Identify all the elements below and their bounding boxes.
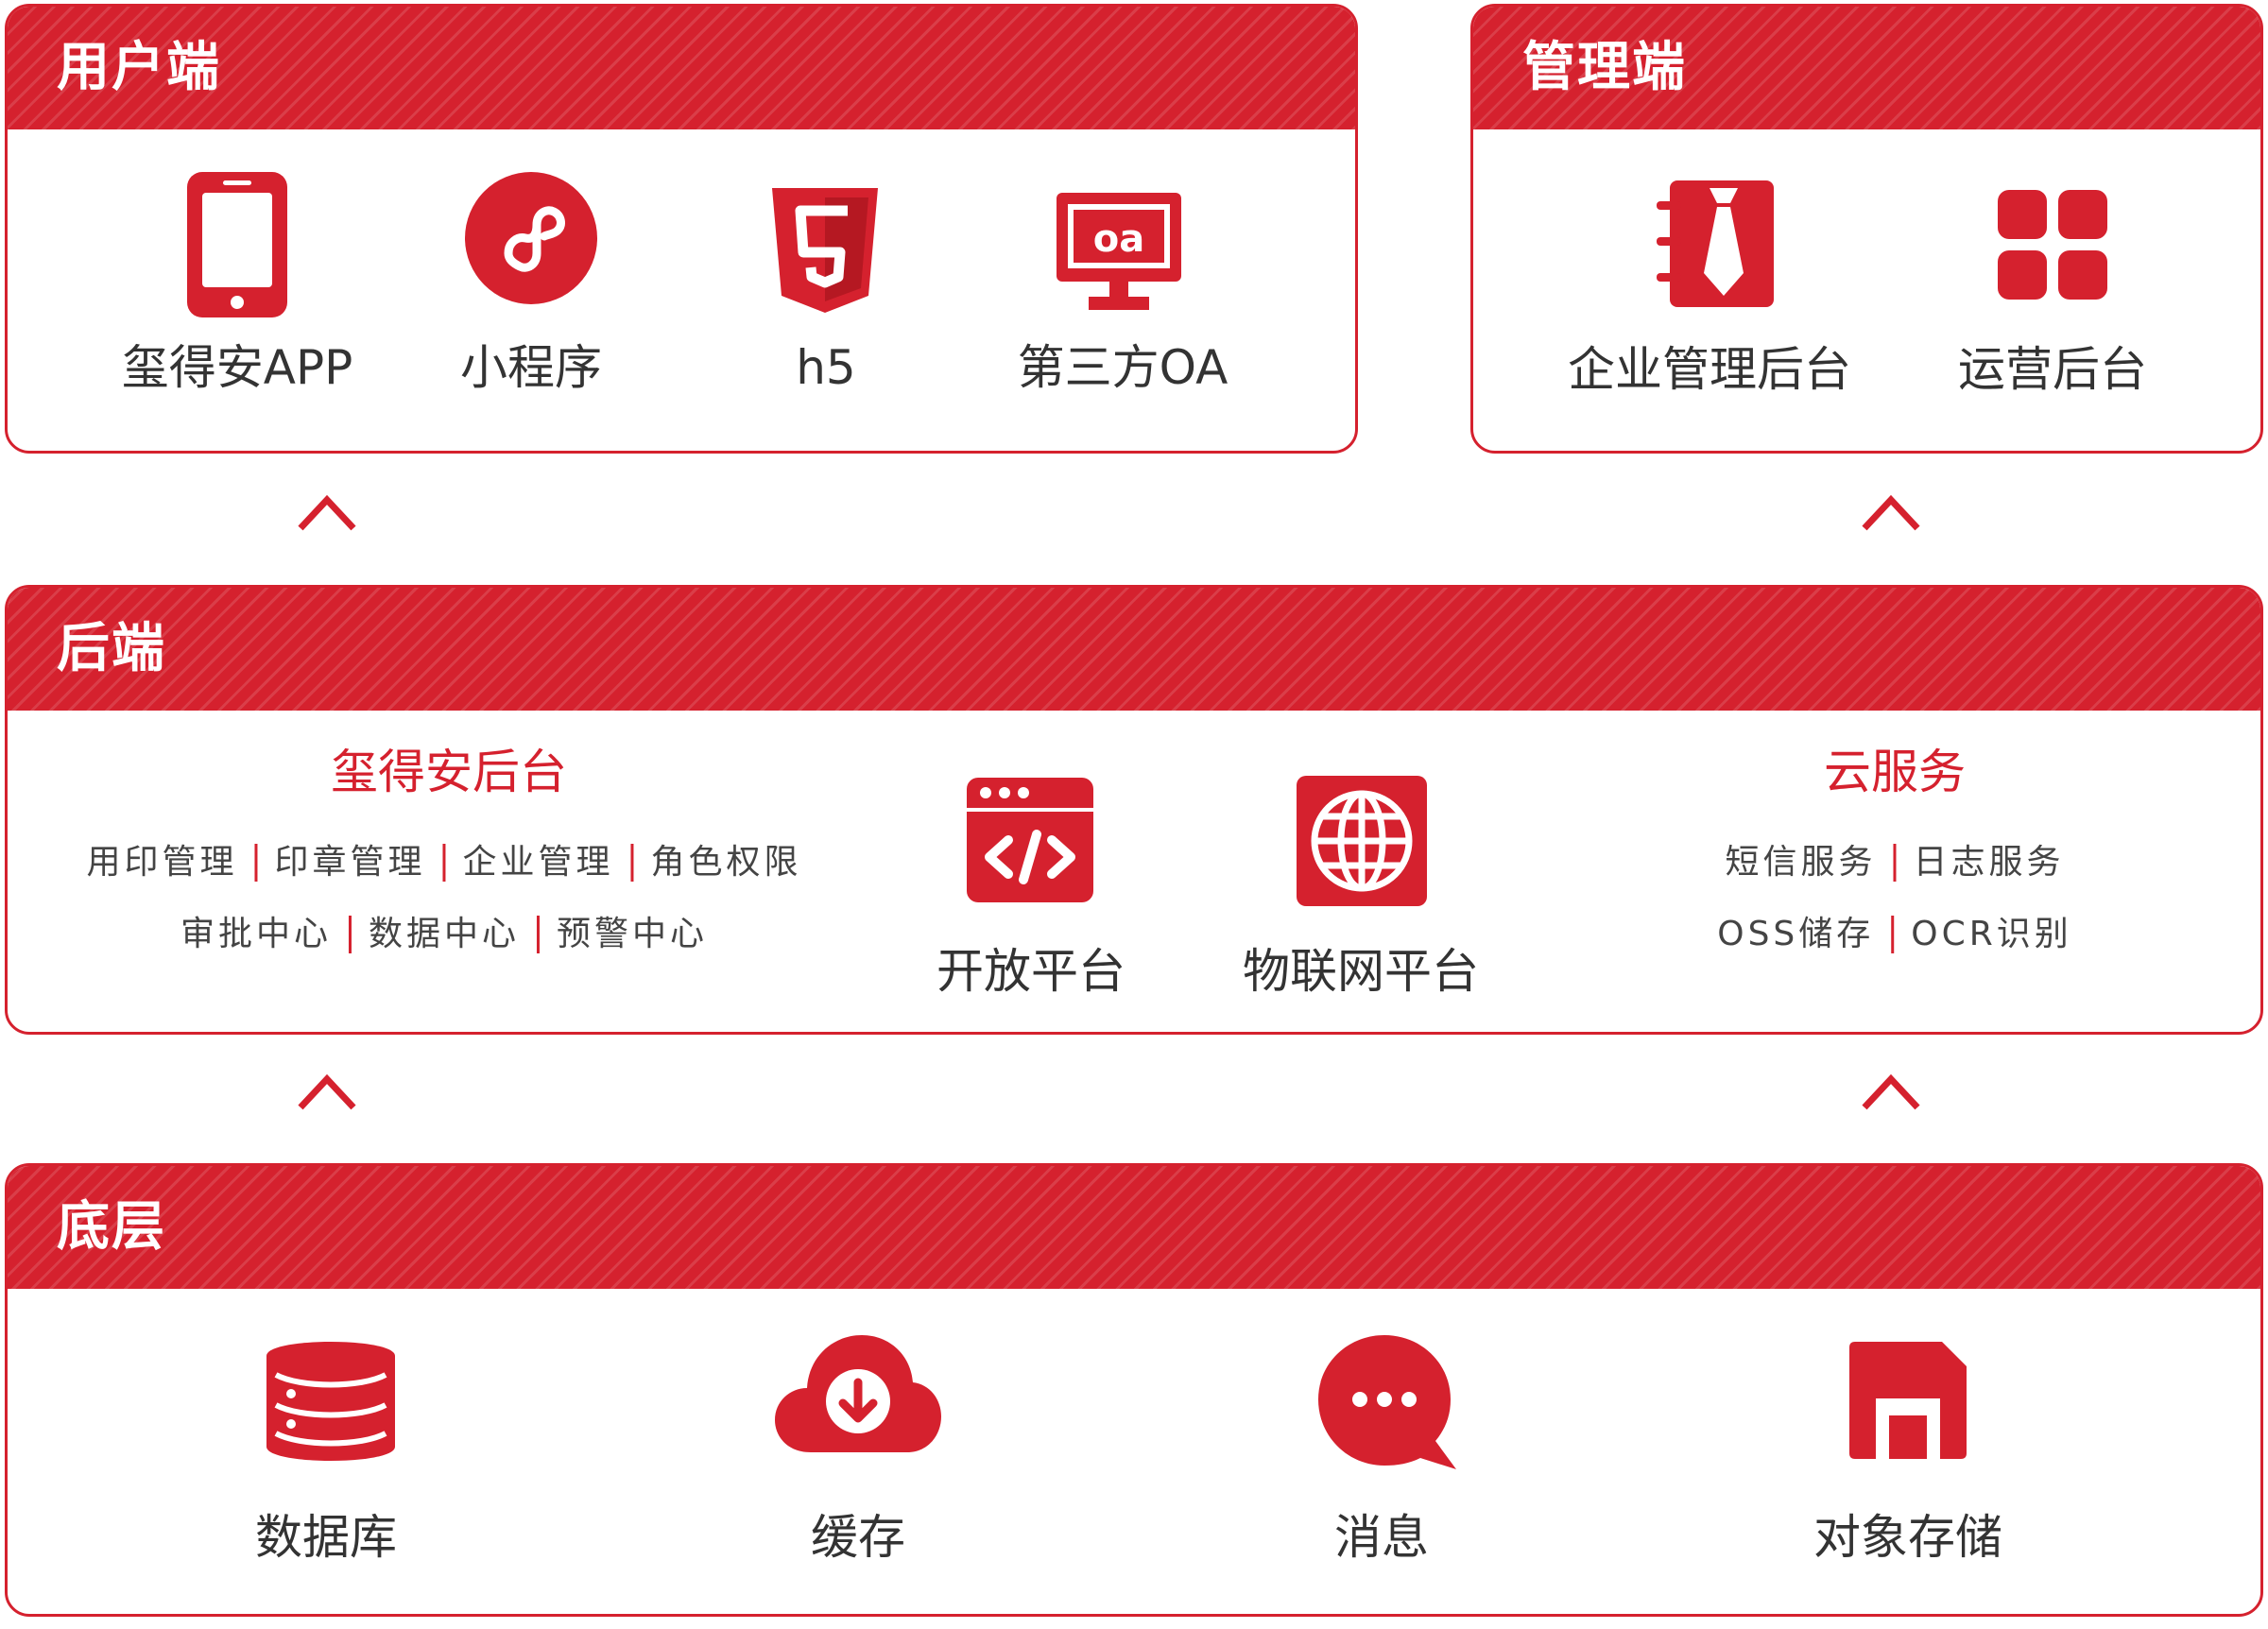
up-arrow-icon bbox=[297, 1073, 357, 1115]
tag-enterprise-management: 企业管理 bbox=[462, 843, 614, 882]
mini-program-icon bbox=[463, 170, 599, 306]
base-item-label-database: 数据库 bbox=[255, 1510, 397, 1565]
database-icon bbox=[263, 1333, 399, 1469]
open-platform-label: 开放平台 bbox=[936, 944, 1125, 999]
separator bbox=[348, 916, 352, 953]
base-item-label-object-storage: 对象存储 bbox=[1813, 1510, 2002, 1565]
up-arrow-icon bbox=[1861, 1073, 1921, 1115]
tag-approval-center: 审批中心 bbox=[180, 915, 332, 953]
cloud-tags-row1: 短信服务 日志服务 bbox=[1725, 840, 2064, 885]
separator bbox=[1893, 844, 1897, 882]
globe-icon bbox=[1295, 774, 1429, 908]
backend-panel: 后端 玺得安后台 用印管理 印章管理 企业管理 角色权限 审批中心 数据中心 预… bbox=[5, 585, 2263, 1035]
user-item-label-oa: 第三方OA bbox=[1017, 340, 1228, 395]
base-item-label-cache: 缓存 bbox=[811, 1510, 905, 1565]
base-panel: 底层 数据库 缓存 消息 bbox=[5, 1163, 2263, 1617]
tie-notebook-icon bbox=[1653, 179, 1776, 309]
admin-item-label-enterprise: 企业管理后台 bbox=[1568, 342, 1851, 397]
user-panel-header: 用户端 bbox=[8, 7, 1355, 129]
oa-monitor-icon: oa bbox=[1055, 191, 1183, 316]
cloud-download-icon bbox=[773, 1333, 943, 1456]
backend-panel-title: 后端 bbox=[57, 618, 166, 679]
base-item-label-message: 消息 bbox=[1334, 1510, 1429, 1565]
tag-oss-storage: OSS储存 bbox=[1717, 915, 1875, 953]
up-arrow-icon bbox=[1861, 494, 1921, 536]
grid-icon bbox=[1996, 188, 2109, 301]
separator bbox=[537, 916, 541, 953]
base-panel-title: 底层 bbox=[57, 1196, 166, 1258]
user-item-label-h5: h5 bbox=[796, 340, 856, 395]
html5-icon bbox=[770, 186, 880, 315]
tag-log-service: 日志服务 bbox=[1913, 843, 2065, 882]
code-window-icon bbox=[965, 776, 1095, 904]
phone-icon bbox=[185, 170, 289, 319]
admin-panel-title: 管理端 bbox=[1522, 37, 1687, 98]
console-title: 玺得安后台 bbox=[331, 745, 567, 799]
chat-bubble-icon bbox=[1316, 1333, 1458, 1475]
admin-panel: 管理端 企业管理后台 运营后台 bbox=[1470, 4, 2263, 454]
user-panel: 用户端 玺得安APP 小程序 h5 oa bbox=[5, 4, 1358, 454]
separator bbox=[442, 844, 446, 882]
admin-panel-header: 管理端 bbox=[1473, 7, 2260, 129]
separator bbox=[1891, 916, 1895, 953]
tag-role-permission: 角色权限 bbox=[650, 843, 802, 882]
cloud-services-title: 云服务 bbox=[1824, 745, 1966, 799]
save-disk-icon bbox=[1847, 1340, 1968, 1461]
console-tags-row2: 审批中心 数据中心 预警中心 bbox=[180, 912, 708, 957]
user-item-label-app: 玺得安APP bbox=[121, 340, 353, 395]
console-tags-row1: 用印管理 印章管理 企业管理 角色权限 bbox=[86, 840, 801, 885]
admin-item-label-ops: 运营后台 bbox=[1958, 342, 2147, 397]
tag-seal-usage: 用印管理 bbox=[86, 843, 238, 882]
user-item-label-miniprogram: 小程序 bbox=[460, 340, 602, 395]
iot-platform-label: 物联网平台 bbox=[1243, 944, 1479, 999]
tag-data-center: 数据中心 bbox=[368, 915, 521, 953]
tag-seal-management: 印章管理 bbox=[274, 843, 426, 882]
svg-text:oa: oa bbox=[1093, 217, 1144, 261]
separator bbox=[254, 844, 258, 882]
tag-ocr: OCR识别 bbox=[1911, 915, 2072, 953]
tag-sms-service: 短信服务 bbox=[1725, 843, 1877, 882]
cloud-tags-row2: OSS储存 OCR识别 bbox=[1717, 912, 2072, 957]
base-panel-header: 底层 bbox=[8, 1166, 2260, 1289]
user-panel-title: 用户端 bbox=[57, 37, 221, 98]
up-arrow-icon bbox=[297, 494, 357, 536]
tag-alert-center: 预警中心 bbox=[557, 915, 709, 953]
backend-panel-header: 后端 bbox=[8, 588, 2260, 711]
separator bbox=[630, 844, 634, 882]
